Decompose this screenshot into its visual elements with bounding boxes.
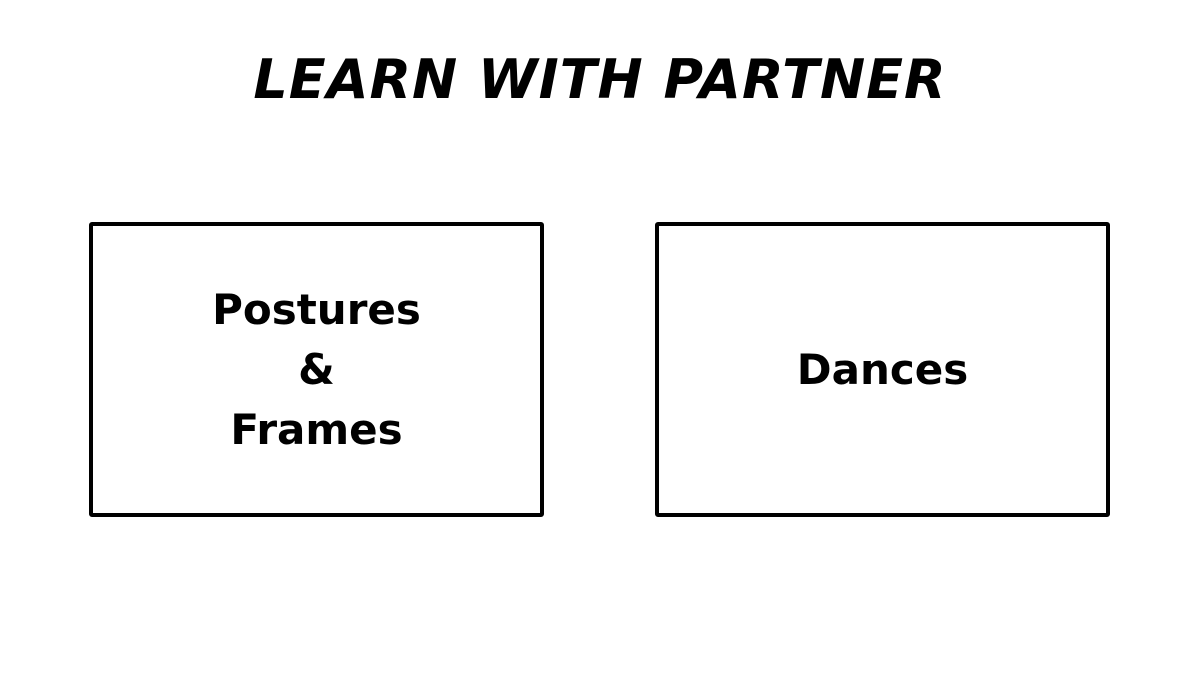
- postures-frames-label: Postures & Frames: [212, 280, 421, 460]
- page-title: LEARN WITH PARTNER: [253, 48, 947, 111]
- postures-frames-button[interactable]: Postures & Frames: [89, 222, 544, 517]
- postures-label-line-3: Frames: [230, 404, 403, 454]
- postures-label-line-2: &: [298, 344, 335, 394]
- dances-label: Dances: [796, 344, 969, 394]
- dances-button[interactable]: Dances: [655, 222, 1110, 517]
- postures-label-line-1: Postures: [212, 284, 421, 334]
